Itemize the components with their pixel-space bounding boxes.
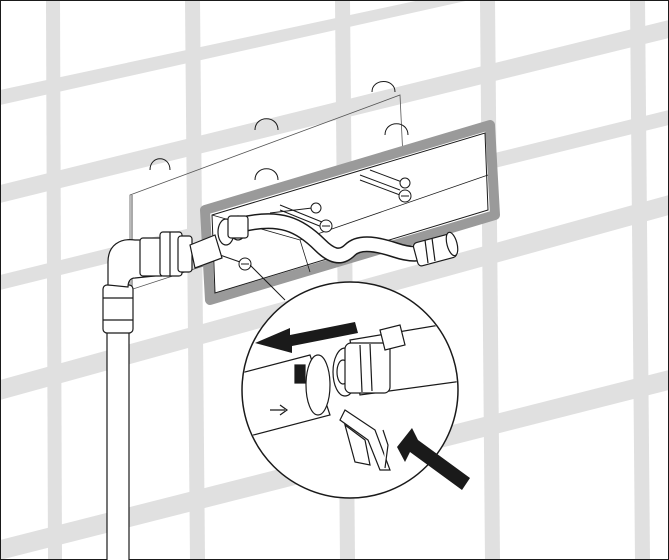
screw-icon — [359, 174, 412, 203]
screw-icon — [269, 202, 322, 214]
detail-magnifier — [241, 281, 459, 499]
screw-icon — [219, 254, 252, 271]
screw-icon — [369, 169, 411, 189]
box-inlet-fitting — [217, 215, 249, 246]
mounting-screws — [219, 169, 412, 271]
hose-connector — [412, 231, 459, 267]
arrow-push-icon — [397, 428, 470, 490]
callout-leader — [249, 264, 286, 301]
locking-clip — [339, 409, 391, 471]
flexible-hose — [217, 213, 459, 267]
screw-icon — [279, 204, 333, 233]
compression-nut — [139, 231, 193, 277]
quick-connector — [332, 324, 406, 397]
supply-pipe — [102, 231, 223, 560]
hose-end — [243, 354, 331, 446]
small-arrow-right-icon — [270, 404, 289, 416]
arrow-left-icon — [255, 322, 358, 353]
